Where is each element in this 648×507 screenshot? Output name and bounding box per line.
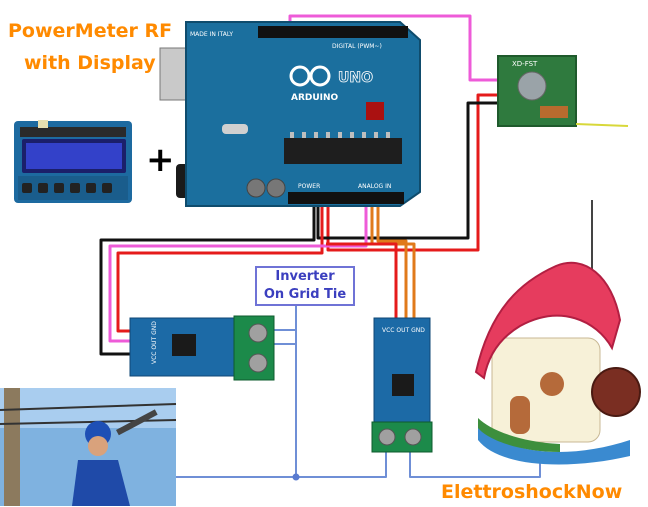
rf-transmitter-module: XD-FST [497,55,629,127]
arduino-model-label: UNO [338,70,373,86]
house-door [510,396,530,434]
inverter-label-line-2: On Grid Tie [263,287,347,302]
wire-junction [292,473,300,481]
rf-crystal [517,71,547,101]
rf-model-label: XD-FST [512,60,538,68]
red-wire-sensor1-vcc [116,200,324,333]
brand-label: ElettroshockNow [441,481,623,503]
reset-button [366,102,384,120]
blue-wire-house [409,446,541,478]
analog-power-header [288,192,404,204]
sensor2-pins-label: VCC OUT GND [382,327,425,334]
worker-body [72,460,130,506]
plus-sign: + [146,140,175,180]
inverter-label-line-1: Inverter [275,269,335,284]
red-wire-sensor2-vcc [326,242,398,320]
rf-antenna-wire [575,123,629,127]
house-water [478,420,630,465]
atmega-chip [284,138,402,164]
title-line-2: with Display [24,52,156,74]
pink-wire-sensor1-out [108,200,368,343]
worker-tool [115,409,158,436]
current-sensor-1: VCC OUT GND [129,315,275,381]
keypad-buttons [22,183,112,193]
orange-wire-sensor2-b [376,200,408,320]
crystal [222,124,248,134]
digital-header [258,26,408,38]
water-wheel [591,367,641,417]
inverter-label-box: Inverter On Grid Tie [255,266,355,306]
arduino-made-in-label: MADE IN ITALY [190,31,233,38]
digital-header-label: DIGITAL (PWM~) [332,43,382,50]
sensor-chip [392,374,414,396]
blue-wire-grid-main [176,343,297,478]
black-wire-sensor1-gnd [99,200,316,356]
utility-pole [4,388,20,506]
capacitor [246,178,266,198]
house-receiver [474,200,641,465]
arduino-logo [289,65,331,87]
current-sensor-2: VCC OUT GND [371,317,433,453]
red-wire-rf-vcc [326,93,505,252]
lcd-keypad-shield [14,120,132,203]
analog-header-label: ANALOG IN [358,183,391,190]
blue-wire-to-sensor2 [296,446,387,478]
lineman-photo [0,388,177,506]
house-window [540,372,564,396]
sensor1-pins-label: VCC OUT GND [151,321,158,364]
arduino-uno-board: MADE IN ITALY ARDUINO UNO DIGITAL (PWM~)… [159,21,421,207]
arduino-name-label: ARDUINO [291,93,339,103]
power-header-label: POWER [298,183,320,190]
house-roof [474,261,622,380]
black-wire-rf-gnd [316,101,505,240]
rf-coil [540,106,568,118]
sensor-chip [172,334,196,356]
title-line-1: PowerMeter RF [8,20,173,42]
